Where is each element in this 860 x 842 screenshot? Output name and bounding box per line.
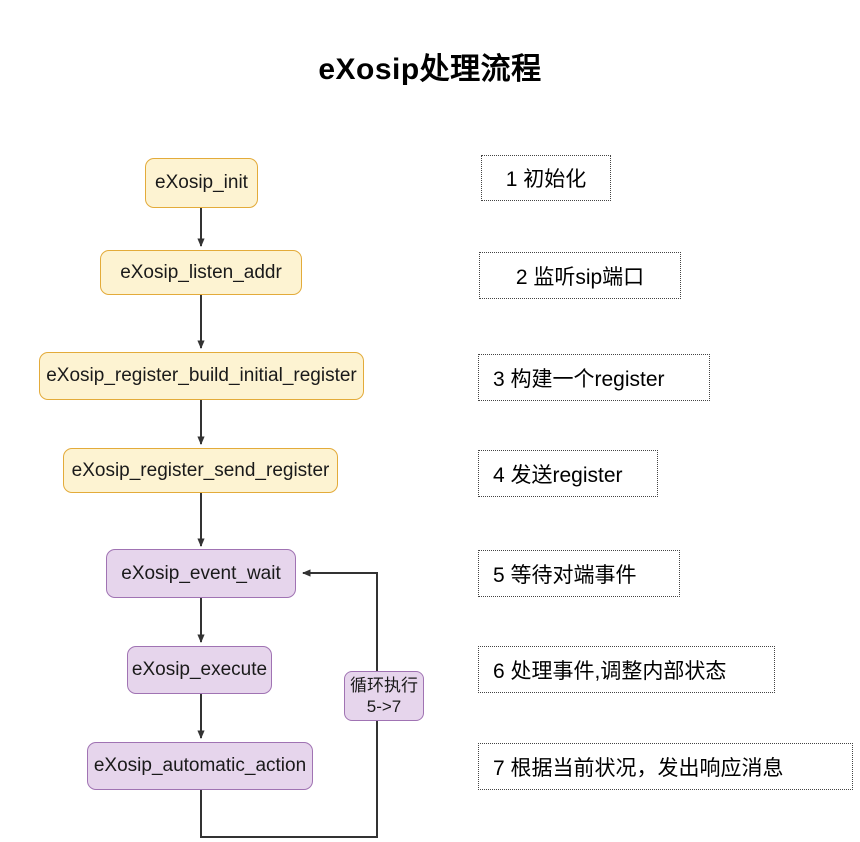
node-label: eXosip_register_send_register bbox=[71, 459, 330, 481]
note-text: 6 处理事件,调整内部状态 bbox=[493, 659, 727, 683]
node-exosip-register-build-initial-register[interactable]: eXosip_register_build_initial_register bbox=[39, 352, 364, 400]
note-text: 2 监听sip端口 bbox=[515, 265, 645, 289]
loop-label-line1: 循环执行 bbox=[350, 675, 418, 695]
node-exosip-execute[interactable]: eXosip_execute bbox=[127, 646, 272, 694]
note-text: 4 发送register bbox=[493, 463, 623, 487]
note-1-initialization: 1 初始化 bbox=[481, 155, 611, 201]
node-exosip-register-send-register[interactable]: eXosip_register_send_register bbox=[63, 448, 338, 493]
note-text: 3 构建一个register bbox=[493, 367, 665, 391]
node-label: eXosip_execute bbox=[131, 659, 268, 681]
note-3-build-register: 3 构建一个register bbox=[478, 354, 710, 401]
node-label: eXosip_event_wait bbox=[121, 562, 281, 584]
loop-label-badge[interactable]: 循环执行 5->7 bbox=[344, 671, 424, 721]
note-text: 7 根据当前状况，发出响应消息 bbox=[493, 756, 784, 780]
note-6-handle-event-adjust-state: 6 处理事件,调整内部状态 bbox=[478, 646, 775, 693]
node-exosip-init[interactable]: eXosip_init bbox=[145, 158, 258, 208]
node-exosip-listen-addr[interactable]: eXosip_listen_addr bbox=[100, 250, 302, 295]
node-label: eXosip_listen_addr bbox=[120, 261, 282, 283]
note-2-listen-sip-port: 2 监听sip端口 bbox=[479, 252, 681, 299]
page-title: eXosip处理流程 bbox=[318, 53, 542, 86]
node-label: eXosip_register_build_initial_register bbox=[46, 365, 357, 387]
node-label: eXosip_automatic_action bbox=[93, 755, 307, 777]
note-text: 1 初始化 bbox=[505, 168, 587, 191]
node-exosip-event-wait[interactable]: eXosip_event_wait bbox=[106, 549, 296, 598]
note-text: 5 等待对端事件 bbox=[493, 563, 637, 587]
loop-label-line2: 5->7 bbox=[366, 697, 402, 716]
node-label: eXosip_init bbox=[155, 172, 248, 194]
note-7-send-response-message: 7 根据当前状况，发出响应消息 bbox=[478, 743, 853, 790]
note-4-send-register: 4 发送register bbox=[478, 450, 658, 497]
note-5-wait-peer-event: 5 等待对端事件 bbox=[478, 550, 680, 597]
node-exosip-automatic-action[interactable]: eXosip_automatic_action bbox=[87, 742, 313, 790]
